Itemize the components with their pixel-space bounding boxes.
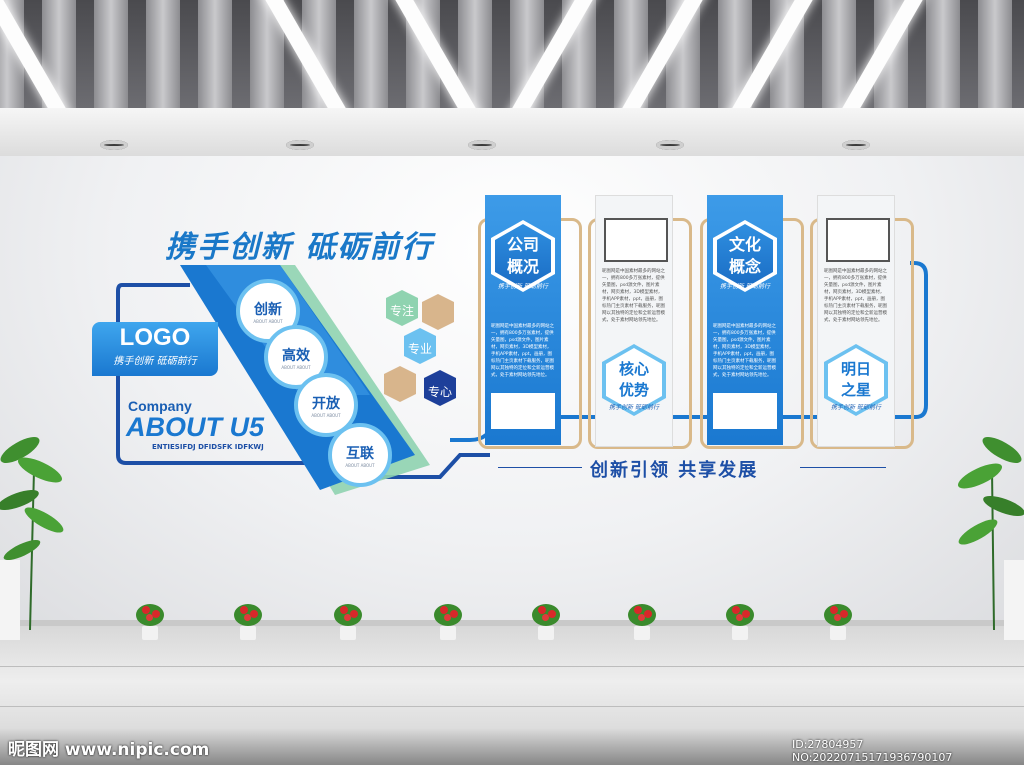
- plant-left: [0, 437, 64, 640]
- downlight: [468, 140, 496, 150]
- flower-pot: [132, 604, 168, 644]
- hex-tag: 专心: [427, 384, 452, 399]
- photo-placeholder: [491, 393, 555, 429]
- photo-placeholder: [713, 393, 777, 429]
- panel-company-overview: 公司 概况 携手创新 砥砺前行 昵图网是中国素材最多的网站之一，拥有800多万张…: [485, 195, 561, 445]
- tagline-rule-right: [800, 467, 886, 468]
- watermark-bar: [0, 728, 1024, 765]
- photo-placeholder: [826, 218, 890, 262]
- headline: 携手创新 砥砺前行: [165, 230, 434, 265]
- ceiling-slat: [94, 0, 128, 110]
- downlight: [100, 140, 128, 150]
- logo-slogan: 携手创新 砥砺前行: [113, 356, 197, 367]
- baseboard: [0, 620, 1024, 628]
- tagline: 创新引领 共享发展: [590, 460, 759, 481]
- panel-culture: 文化 概念 携手创新 砥砺前行 昵图网是中国素材最多的网站之一，拥有800多万张…: [707, 195, 783, 445]
- flower-pot: [722, 604, 758, 644]
- panel-title: 文化 概念: [717, 224, 773, 288]
- ceiling-slat: [926, 0, 960, 110]
- flower-pot: [528, 604, 564, 644]
- flower-pot: [820, 604, 856, 644]
- logo-block: LOGO 携手创新 砥砺前行: [92, 322, 218, 376]
- panel-body: 昵图网是中国素材最多的网站之一，拥有800多万张素材，提供矢量图，psd源文件，…: [491, 324, 554, 378]
- floor: [0, 626, 1024, 765]
- ceiling-soffit: [0, 108, 1024, 156]
- panel-core-advantage: 昵图网是中国素材最多的网站之一，拥有800多万张素材，提供矢量图，psd源文件，…: [595, 195, 673, 447]
- ceiling-slat: [198, 0, 232, 110]
- panel-body: 昵图网是中国素材最多的网站之一，拥有800多万张素材，提供矢量图，psd源文件，…: [824, 269, 887, 323]
- panel-body: 昵图网是中国素材最多的网站之一，拥有800多万张素材，提供矢量图，psd源文件，…: [602, 269, 665, 323]
- ceiling-slat: [146, 0, 180, 110]
- plant-right: [958, 437, 1024, 640]
- downlight: [286, 140, 314, 150]
- logo-text: LOGO: [119, 324, 191, 351]
- panel-title: 公司 概况: [495, 224, 551, 288]
- floor-tile-line: [0, 666, 1024, 667]
- flower-pot: [230, 604, 266, 644]
- watermark-id: ID:27804957 NO:20220715171936790107: [792, 738, 953, 764]
- ceiling: [0, 0, 1024, 110]
- company-large: ABOUT U5: [126, 412, 265, 442]
- panel-rising-star: 昵图网是中国素材最多的网站之一，拥有800多万张素材，提供矢量图，psd源文件，…: [817, 195, 895, 447]
- hex-tag: 专注: [389, 303, 414, 318]
- flower-pot: [430, 604, 466, 644]
- hex-tag: 专业: [407, 341, 432, 356]
- ceiling-slat: [354, 0, 388, 110]
- flower-pot: [330, 604, 366, 644]
- panel-slogan: 携手创新 砥砺前行: [498, 283, 548, 290]
- watermark-site: 昵图网 www.nipic.com: [8, 740, 210, 760]
- company-sub: ENTIESIFDJ DFIDSFK IDFKWJ: [152, 443, 264, 451]
- photo-placeholder: [604, 218, 668, 262]
- panel-slogan: 携手创新 砥砺前行: [609, 404, 659, 411]
- tagline-rule-left: [498, 467, 582, 468]
- panel-slogan: 携手创新 砥砺前行: [831, 404, 881, 411]
- flower-pot: [624, 604, 660, 644]
- hex-cluster: [384, 290, 456, 406]
- downlight: [842, 140, 870, 150]
- panel-slogan: 携手创新 砥砺前行: [720, 283, 770, 290]
- floor-tile-line: [0, 706, 1024, 707]
- downlight: [656, 140, 684, 150]
- ceiling-slat: [978, 0, 1012, 110]
- panel-body: 昵图网是中国素材最多的网站之一，拥有800多万张素材，提供矢量图，psd源文件，…: [713, 324, 776, 378]
- company-small: Company: [128, 398, 192, 414]
